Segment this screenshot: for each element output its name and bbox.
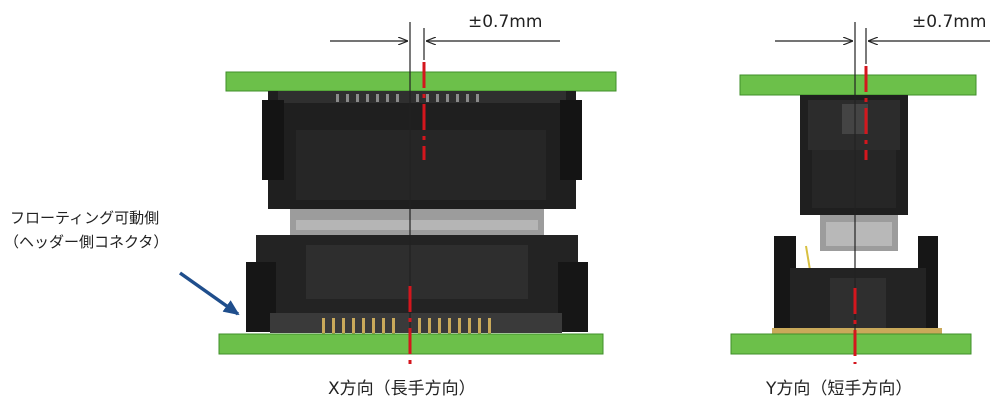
y-dimension <box>775 22 990 330</box>
y-red-centerline <box>853 66 868 364</box>
y-view-connector <box>730 74 977 355</box>
y-view-caption: Y方向（短手方向） <box>766 379 913 399</box>
x-top-pcb <box>225 71 617 92</box>
y-top-pcb <box>739 74 977 96</box>
callout-label-line1: フローティング可動側 <box>10 209 160 227</box>
callout-label-line2: （ヘッダー側コネクタ） <box>4 233 169 251</box>
callout-arrow <box>178 271 240 316</box>
x-tolerance-label: ±0.7mm <box>468 12 543 32</box>
x-red-centerline <box>408 62 426 364</box>
x-view-connector <box>218 71 617 355</box>
x-upper-pins <box>336 94 479 102</box>
x-view-caption: X方向（長手方向） <box>328 379 476 399</box>
y-bottom-pcb <box>730 333 972 355</box>
x-lower-pins <box>322 318 491 334</box>
y-tolerance-label: ±0.7mm <box>912 12 987 32</box>
